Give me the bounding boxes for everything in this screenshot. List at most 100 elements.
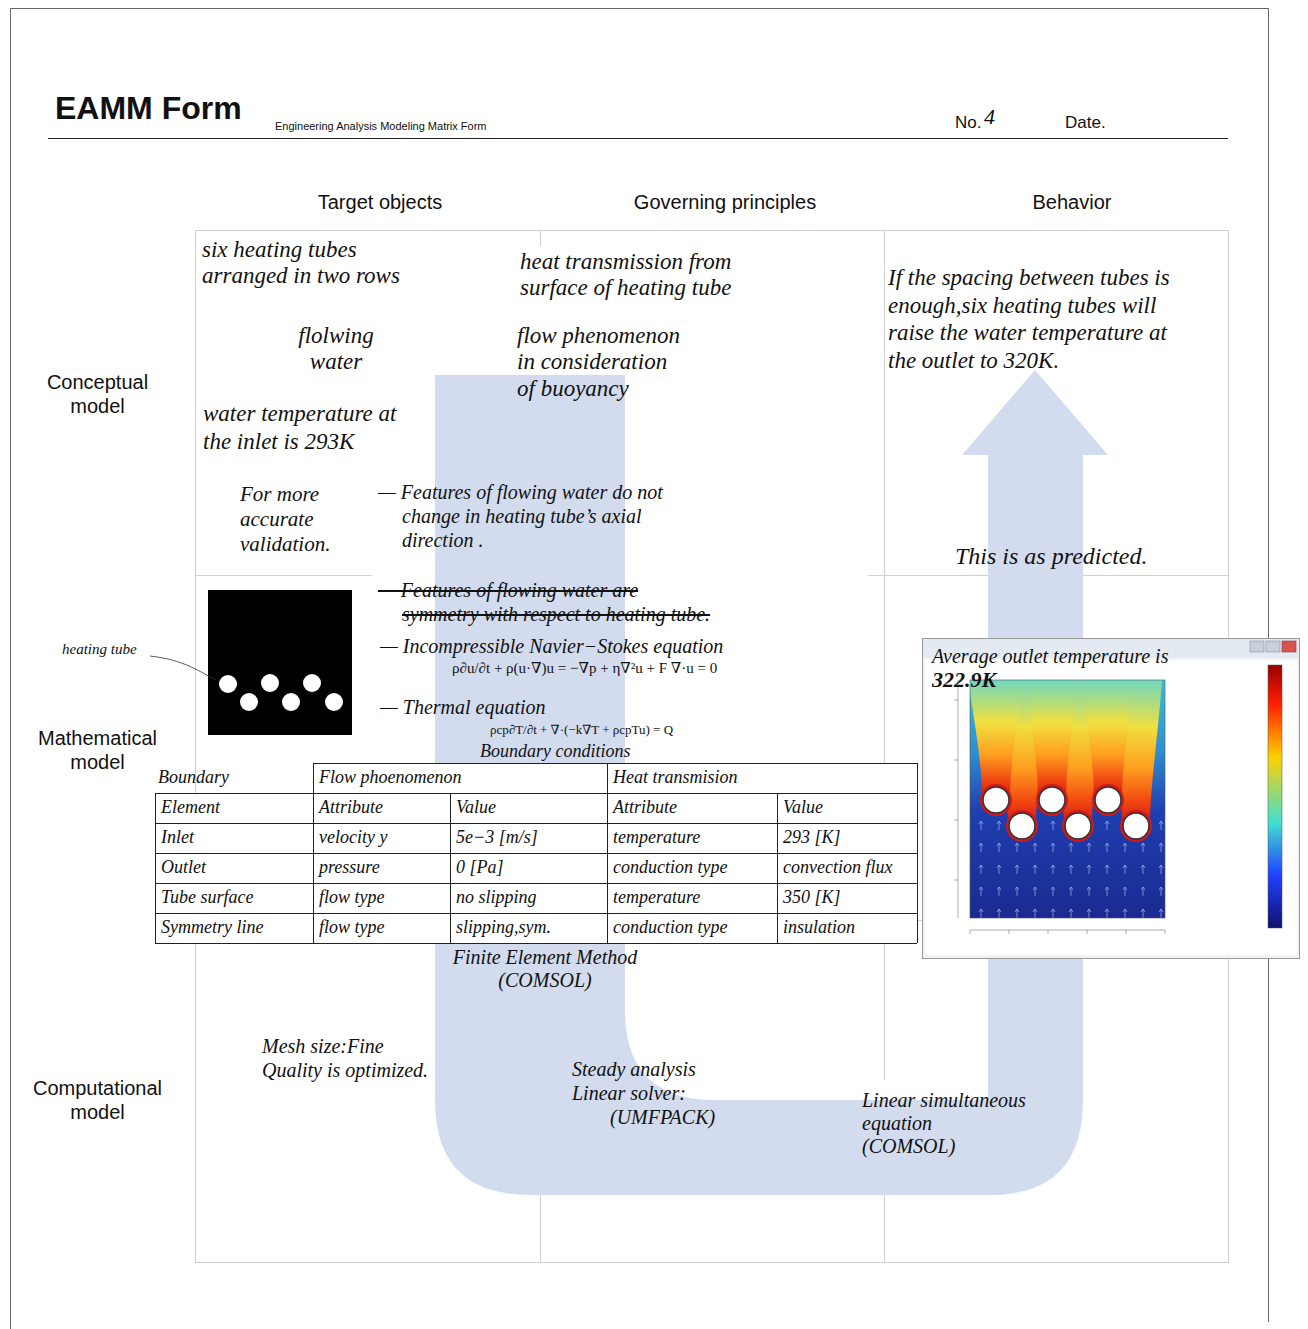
table-cell: insulation (783, 917, 855, 939)
table-cell: 5e−3 [m/s] (456, 827, 538, 849)
form-subtitle: Engineering Analysis Modeling Matrix For… (275, 120, 487, 133)
result-screenshot-part-part (1120, 810, 1152, 842)
note-text: For more accurate validation. (240, 482, 352, 558)
table-cell: flow type (319, 917, 385, 939)
table-cell: Flow phoenomenon (319, 767, 461, 789)
tube-layout-image-part (261, 674, 279, 692)
setting-text: Mesh size:Fine (262, 1034, 384, 1058)
result-screenshot-part-part (1039, 787, 1065, 813)
matrix-grid-part (884, 230, 885, 1080)
result-screenshot-part-part (1006, 810, 1038, 842)
leader-line (150, 656, 216, 680)
behavior-text: If the spacing between tubes is enough,s… (888, 264, 1188, 374)
result-value: 322.9K (932, 667, 996, 693)
solver-text: equation (862, 1111, 932, 1135)
table-cell: velocity y (319, 827, 387, 849)
matrix-grid (195, 230, 1229, 1263)
equation-name: — Incompressible Navier−Stokes equation (380, 634, 723, 658)
result-screenshot-part-part (1092, 784, 1124, 816)
boundary-table (155, 763, 918, 944)
table-cell: Element (161, 797, 220, 819)
table-cell: Attribute (613, 797, 677, 819)
table-cell: conduction type (613, 917, 727, 939)
table-cell: temperature (613, 827, 700, 849)
number-label: No. (955, 113, 981, 133)
boundary-table-part (313, 763, 917, 764)
assumption-text: — Features of flowing water do not chang… (378, 480, 678, 552)
result-screenshot-part (970, 680, 1165, 918)
column-header: Target objects (290, 190, 470, 214)
page-border-part (48, 138, 1228, 139)
equation-name: — Thermal equation (380, 695, 546, 719)
setting-text: (UMFPACK) (610, 1105, 715, 1129)
result-screenshot-part-part (1036, 784, 1068, 816)
table-cell: convection flux (783, 857, 892, 879)
tube-layout-image-part (219, 675, 237, 693)
boundary-table-part (607, 763, 608, 943)
result-screenshot-part (954, 680, 1165, 934)
boundary-table-part (777, 793, 778, 943)
table-cell: temperature (613, 887, 700, 909)
table-title: Boundary conditions (480, 741, 631, 763)
setting-text: Linear solver: (572, 1081, 686, 1105)
tube-layout-image-part (282, 693, 300, 711)
result-screenshot-part (970, 680, 1165, 918)
form-title: EAMM Form (55, 92, 242, 124)
table-cell: Value (783, 797, 823, 819)
result-screenshot-part-part (1095, 787, 1121, 813)
boundary-table-part (155, 793, 917, 794)
matrix-grid-part (195, 575, 372, 576)
column-header: Behavior (1002, 190, 1142, 214)
node-text: six heating tubes arranged in two rows (202, 237, 430, 290)
result-screenshot-part (1282, 641, 1296, 652)
result-screenshot-part (1268, 665, 1282, 928)
table-cell: Boundary (158, 767, 229, 789)
table-cell: Value (456, 797, 496, 819)
row-header: Conceptual model (20, 370, 175, 418)
boundary-table-part (155, 793, 917, 943)
node-text: flow phenomenon in consideration of buoy… (517, 323, 685, 402)
result-text: Average outlet temperature is (932, 644, 1168, 668)
boundary-table-part (155, 853, 917, 854)
struck-assumption: — Features of flowing water are symmetry… (378, 578, 718, 626)
node-text: flolwing water (282, 323, 390, 376)
matrix-grid-part (540, 230, 541, 246)
table-cell: Inlet (161, 827, 194, 849)
setting-text: Quality is optimized. (262, 1058, 428, 1082)
tube-layout-image-part (208, 590, 352, 735)
result-screenshot-part-part (970, 680, 1024, 800)
tube-layout-image-part (240, 693, 258, 711)
solver-text: Linear simultaneous (862, 1088, 1026, 1112)
result-screenshot-part-part (1123, 813, 1149, 839)
table-cell: no slipping (456, 887, 537, 909)
column-header: Governing principles (600, 190, 850, 214)
node-text: heat transmission from surface of heatin… (520, 249, 771, 302)
row-header: Computational model (20, 1076, 175, 1124)
result-screenshot-part-part (1065, 813, 1091, 839)
boundary-table-part (155, 883, 917, 884)
result-screenshot-part-part (1026, 680, 1078, 800)
behavior-text: This is as predicted. (955, 542, 1147, 571)
note-text: water temperature at the inlet is 293K (203, 400, 403, 455)
tube-layout-image (208, 590, 352, 735)
boundary-table-part (155, 823, 917, 824)
table-cell: pressure (319, 857, 380, 879)
result-screenshot-part-part (1062, 810, 1094, 842)
result-screenshot-part (925, 660, 1297, 955)
result-screenshot-part-part (1082, 680, 1134, 800)
setting-text: Steady analysis (572, 1057, 696, 1081)
concept-text-node: flow phenomenon in consideration of buoy… (515, 322, 687, 403)
boundary-table-part (155, 793, 156, 943)
table-cell: flow type (319, 887, 385, 909)
solver-text: (COMSOL) (862, 1134, 955, 1158)
table-cell: 293 [K] (783, 827, 841, 849)
boundary-table-part (313, 763, 917, 793)
concept-text-node: heat transmission from surface of heatin… (518, 248, 773, 303)
result-screenshot-part-part (1009, 813, 1035, 839)
concept-text-node: flolwing water (280, 322, 392, 377)
concept-text-node: six heating tubes arranged in two rows (200, 236, 432, 291)
boundary-table-part (917, 763, 918, 943)
tube-layout-image-part (325, 693, 343, 711)
table-cell: Heat transmision (613, 767, 738, 789)
